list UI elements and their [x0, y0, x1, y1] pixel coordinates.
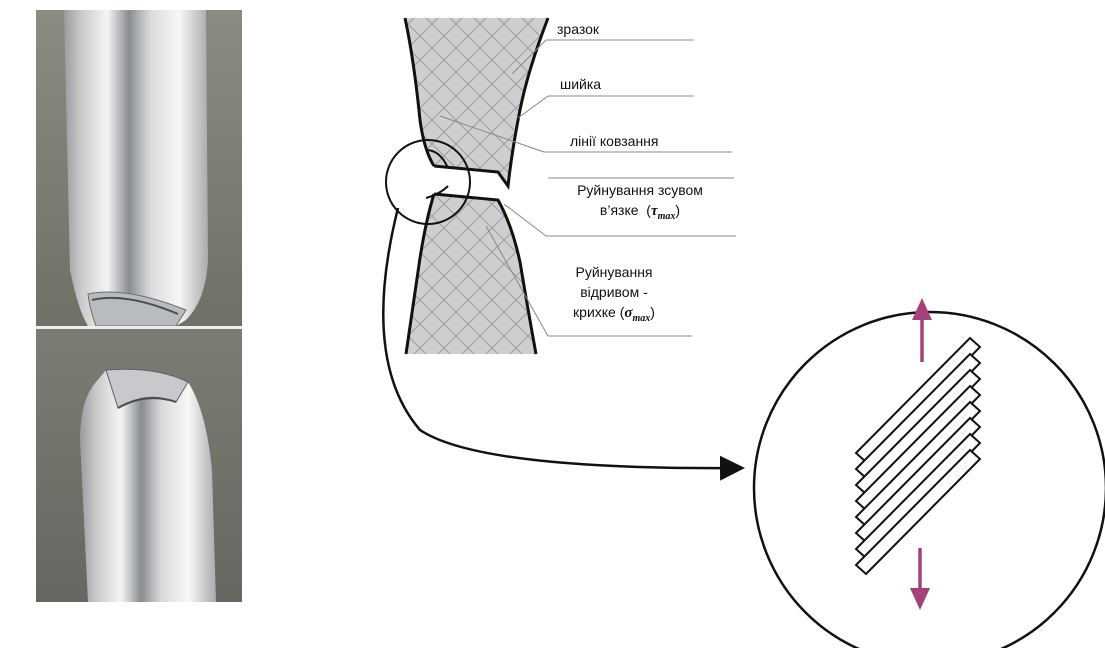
label-brittle-fracture-line3-row: крихке (σmax) [552, 302, 676, 329]
tau-max-symbol: τmax [651, 203, 675, 219]
sigma-max-symbol: σmax [624, 305, 650, 321]
specimen-upper-part [405, 18, 548, 186]
label-brittle-fracture: Руйнування відривом - крихке (σmax) [552, 262, 676, 329]
label-brittle-fracture-line3: крихке [573, 304, 616, 320]
label-brittle-fracture-line1: Руйнування [552, 262, 676, 282]
leader-neck [518, 96, 694, 118]
label-shear-fracture-line1: Руйнування зсувом [550, 180, 730, 200]
label-brittle-fracture-line2: відривом - [552, 282, 676, 302]
specimen-lower-part [406, 194, 536, 354]
label-specimen: зразок [557, 19, 599, 39]
label-neck: шийка [560, 74, 601, 94]
label-slip-lines: лінії ковзання [570, 131, 659, 151]
label-shear-fracture: Руйнування зсувом в’язке (τmax) [550, 180, 730, 227]
label-shear-fracture-line2: в’язке [600, 202, 639, 218]
label-shear-fracture-line2-row: в’язке (τmax) [550, 200, 730, 227]
